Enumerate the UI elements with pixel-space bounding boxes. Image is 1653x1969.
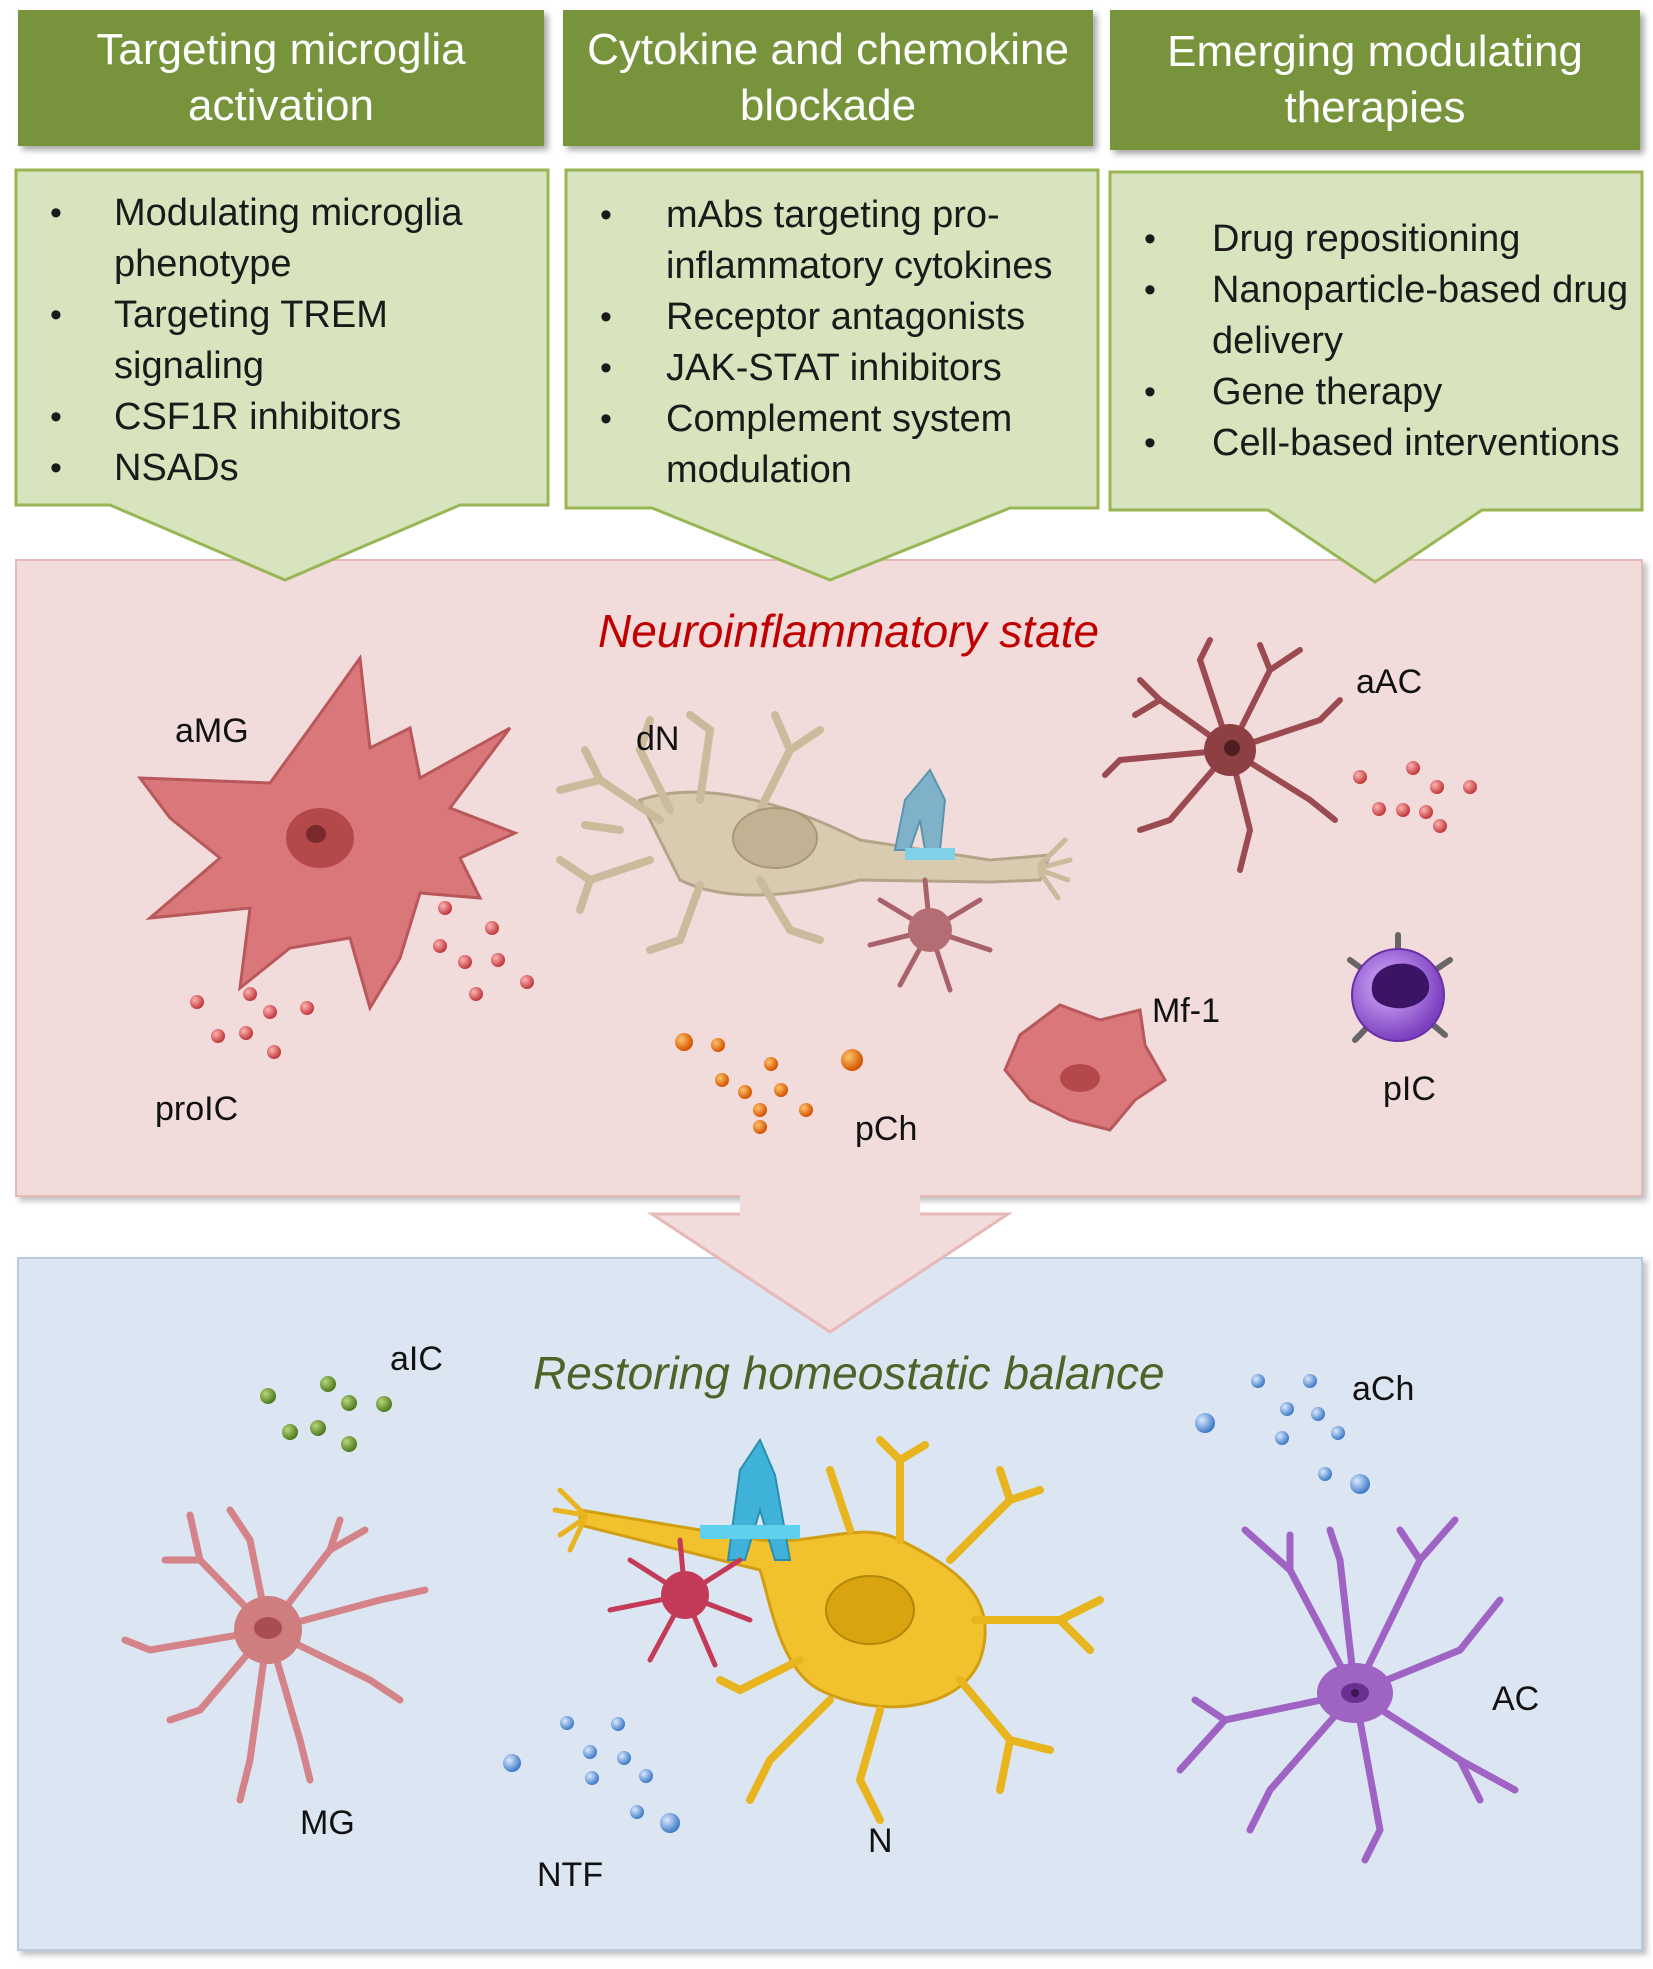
header-microglia: Targeting microglia activation	[18, 10, 544, 146]
label-amg: aMG	[175, 712, 249, 750]
label-pic: pIC	[1383, 1070, 1436, 1108]
label-n: N	[868, 1822, 893, 1860]
anti-inflammatory-cytokines	[260, 1376, 392, 1452]
proinflammatory-chemokines	[675, 1033, 863, 1134]
label-ach: aCh	[1352, 1370, 1415, 1408]
homeostatic-title: Restoring homeostatic balance	[533, 1347, 1165, 1399]
header-line-1: Emerging modulating	[1167, 27, 1583, 76]
header-emerging: Emerging modulating therapies	[1110, 10, 1640, 150]
label-ac: AC	[1492, 1680, 1540, 1718]
list-item: Targeting TREM signaling	[18, 290, 546, 392]
list-cytokine: mAbs targeting pro-inflammatory cytokine…	[568, 172, 1096, 502]
header-line-2: therapies	[1284, 83, 1466, 132]
header-line-2: activation	[188, 81, 374, 130]
list-item: Drug repositioning	[1112, 214, 1640, 265]
aac-red-dots	[1353, 761, 1477, 833]
healthy-neuron	[552, 1436, 1104, 1824]
list-item: Gene therapy	[1112, 367, 1640, 418]
label-mf1: Mf-1	[1152, 992, 1220, 1030]
list-item: CSF1R inhibitors	[18, 392, 546, 443]
header-line-1: Cytokine and chemokine	[587, 25, 1069, 74]
neurotrophic-factors	[503, 1716, 680, 1833]
macrophage-m1	[1003, 1003, 1167, 1132]
label-dn: dN	[636, 720, 680, 758]
header-line-2: blockade	[739, 81, 917, 130]
list-item: Modulating microglia phenotype	[18, 188, 546, 290]
damaged-neuron	[556, 711, 1073, 993]
neuroinflammatory-title: Neuroinflammatory state	[598, 605, 1100, 657]
homeostatic-astrocyte	[1176, 1516, 1519, 1864]
activated-astrocyte	[1102, 637, 1343, 873]
anti-inflammatory-chemokines	[1195, 1374, 1370, 1494]
list-microglia: Modulating microglia phenotype Targeting…	[18, 172, 546, 502]
label-proic: proIC	[155, 1090, 239, 1128]
label-pch: pCh	[855, 1110, 918, 1148]
list-item: Nanoparticle-based drug delivery	[1112, 265, 1640, 367]
header-cytokine: Cytokine and chemokine blockade	[563, 10, 1093, 146]
activated-microglia	[136, 653, 519, 1012]
list-item: JAK-STAT inhibitors	[568, 343, 1096, 394]
list-item: Receptor antagonists	[568, 292, 1096, 343]
label-mg: MG	[300, 1804, 355, 1842]
header-line-1: Targeting microglia	[96, 25, 466, 74]
label-aac: aAC	[1356, 663, 1423, 701]
list-item: Cell-based interventions	[1112, 418, 1640, 469]
label-ntf: NTF	[537, 1856, 604, 1894]
label-aic: aIC	[390, 1340, 443, 1378]
list-emerging: Drug repositioning Nanoparticle-based dr…	[1112, 174, 1640, 504]
homeostatic-microglia	[121, 1506, 429, 1804]
list-item: mAbs targeting pro-inflammatory cytokine…	[568, 190, 1096, 292]
list-item: NSADs	[18, 443, 546, 494]
list-item: Complement system modulation	[568, 394, 1096, 496]
peripheral-immune-cell	[1347, 932, 1453, 1043]
proinflammatory-cytokines	[190, 901, 534, 1059]
